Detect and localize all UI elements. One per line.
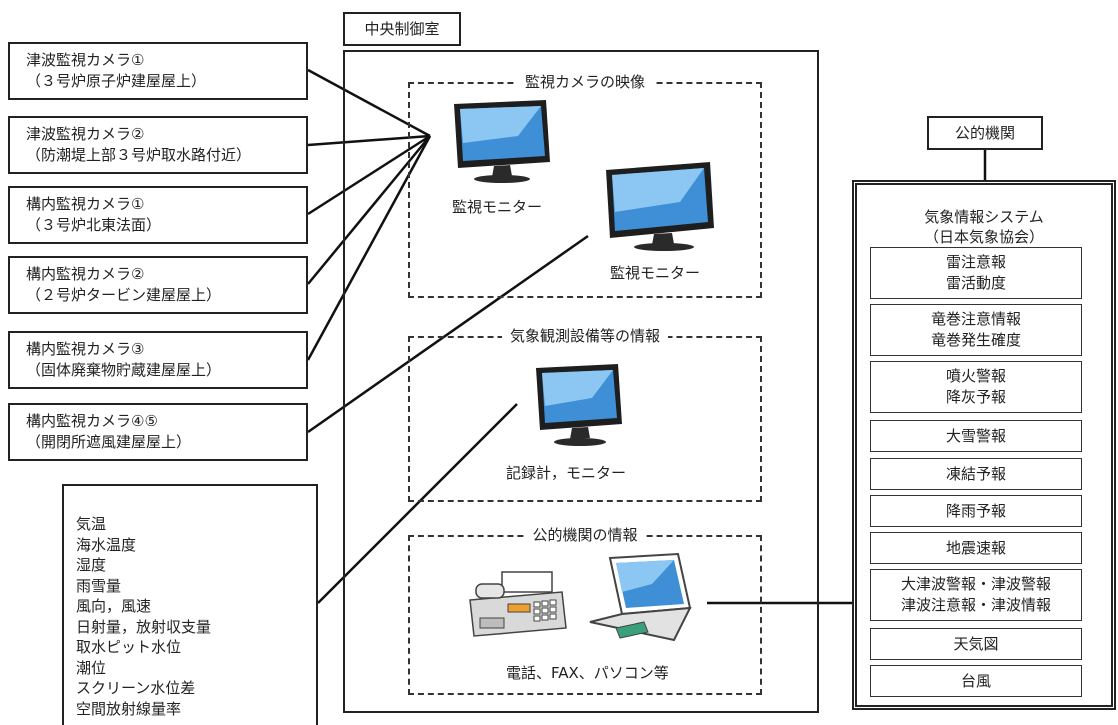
observation-item: 空間放射線量率: [76, 699, 182, 718]
camera-name: 構内監視カメラ②: [26, 265, 145, 283]
weather-info-item: 噴火警報 降灰予報: [870, 361, 1082, 413]
observation-item: 日射量，放射収支量: [76, 617, 212, 636]
weather-info-line: 台風: [960, 671, 991, 690]
weather-info-line: 噴火警報: [945, 367, 1006, 385]
laptop-icon: [589, 552, 692, 642]
camera-box: 構内監視カメラ② （２号炉タービン建屋屋上）: [8, 256, 308, 314]
observation-item: スクリーン水位差: [76, 679, 196, 697]
camera-name: 構内監視カメラ①: [26, 195, 145, 213]
weather-info-line: 天気図: [953, 634, 999, 653]
weather-info-item: 降雨予報: [870, 495, 1082, 527]
camera-box: 津波監視カメラ② （防潮堤上部３号炉取水路付近）: [8, 116, 308, 174]
weather-info-item: 地震速報: [870, 532, 1082, 564]
camera-box: 構内監視カメラ④⑤ （開閉所遮風建屋屋上）: [8, 403, 308, 461]
link-camera-6: [307, 234, 589, 434]
observation-item: 湿度: [76, 556, 107, 574]
camera-location: （２号炉タービン建屋屋上）: [26, 286, 222, 304]
camera-location: （３号炉原子炉建屋屋上）: [26, 72, 207, 90]
monitor-2-label: 監視モニター: [610, 264, 701, 282]
observation-item: 潮位: [76, 658, 107, 677]
weather-info-line: 竜巻発生確度: [930, 331, 1021, 349]
weather-info-line: 津波注意報・津波情報: [900, 596, 1051, 614]
phone-fax-pc-label: 電話、FAX、パソコン等: [506, 664, 669, 682]
monitor-icon: [454, 100, 550, 183]
weather-info-line: 竜巻注意情報: [930, 310, 1021, 328]
weather-info-line: 雷活動度: [945, 274, 1006, 292]
weather-info-item: 天気図: [870, 628, 1082, 660]
camera-video-title: 監視カメラの映像: [516, 73, 653, 91]
weather-info-item: 凍結予報: [870, 458, 1082, 490]
observation-item: 海水温度: [76, 535, 137, 554]
camera-name: 構内監視カメラ③: [26, 340, 145, 358]
observation-item: 取水ピット水位: [76, 638, 182, 656]
weather-info-line: 地震速報: [945, 538, 1006, 557]
recorder-monitor-label: 記録計，モニター: [506, 464, 627, 482]
camera-box: 構内監視カメラ③ （固体廃棄物貯蔵建屋屋上）: [8, 331, 308, 389]
camera-video-section: 監視カメラの映像: [408, 73, 762, 298]
weather-info-line: 大雪警報: [945, 426, 1006, 445]
weather-info-line: 降灰予報: [945, 388, 1006, 406]
camera-location: （開閉所遮風建屋屋上）: [26, 433, 192, 451]
weather-info-item: 大津波警報・津波警報 津波注意報・津波情報: [870, 569, 1082, 621]
monitor-icon: [606, 162, 714, 251]
weather-info-item: 台風: [870, 665, 1082, 697]
control-room-title: 中央制御室: [364, 20, 440, 38]
weather-info-item: 雷注意報 雷活動度: [870, 247, 1082, 299]
weather-info-item: 大雪警報: [870, 420, 1082, 452]
public-agency-title-box: 公的機関: [927, 116, 1043, 150]
weather-info-line: 雷注意報: [945, 253, 1006, 271]
observation-list-box: 気温 海水温度 湿度 雨雪量 風向，風速 日射量，放射収支量 取水ピット水位 潮…: [62, 484, 318, 725]
public-agency-info-section: 公的機関の情報: [408, 526, 762, 695]
camera-location: （防潮堤上部３号炉取水路付近）: [26, 146, 252, 164]
weather-equipment-section: 気象観測設備等の情報: [408, 327, 762, 502]
weather-info-item: 竜巻注意情報 竜巻発生確度: [870, 304, 1082, 356]
public-agency-info-title: 公的機関の情報: [524, 526, 646, 544]
observation-item: 雨雪量: [76, 576, 122, 595]
observation-item: 気温: [76, 515, 107, 533]
fax-phone-icon: [469, 571, 567, 637]
camera-box: 構内監視カメラ① （３号炉北東法面）: [8, 186, 308, 244]
monitor-icon: [536, 364, 622, 446]
control-room-title-box: 中央制御室: [343, 12, 461, 46]
weather-system-subtitle: （日本気象協会）: [923, 228, 1044, 246]
weather-system-title: 気象情報システム: [924, 208, 1044, 226]
camera-location: （３号炉北東法面）: [26, 216, 162, 234]
weather-info-line: 大津波警報・津波警報: [900, 575, 1051, 593]
camera-name: 津波監視カメラ①: [26, 51, 145, 69]
camera-name: 構内監視カメラ④⑤: [26, 412, 158, 430]
camera-box: 津波監視カメラ① （３号炉原子炉建屋屋上）: [8, 42, 308, 100]
weather-equipment-title: 気象観測設備等の情報: [501, 327, 668, 345]
camera-name: 津波監視カメラ②: [26, 125, 145, 143]
monitor-1-label: 監視モニター: [452, 198, 543, 216]
camera-location: （固体廃棄物貯蔵建屋屋上）: [26, 361, 222, 379]
link-observation-list: [317, 403, 518, 604]
weather-info-line: 降雨予報: [945, 501, 1006, 520]
weather-info-line: 凍結予報: [945, 464, 1006, 483]
public-agency-title: 公的機関: [954, 124, 1015, 142]
control-room-frame: [343, 50, 819, 713]
observation-item: 風向，風速: [76, 597, 152, 615]
